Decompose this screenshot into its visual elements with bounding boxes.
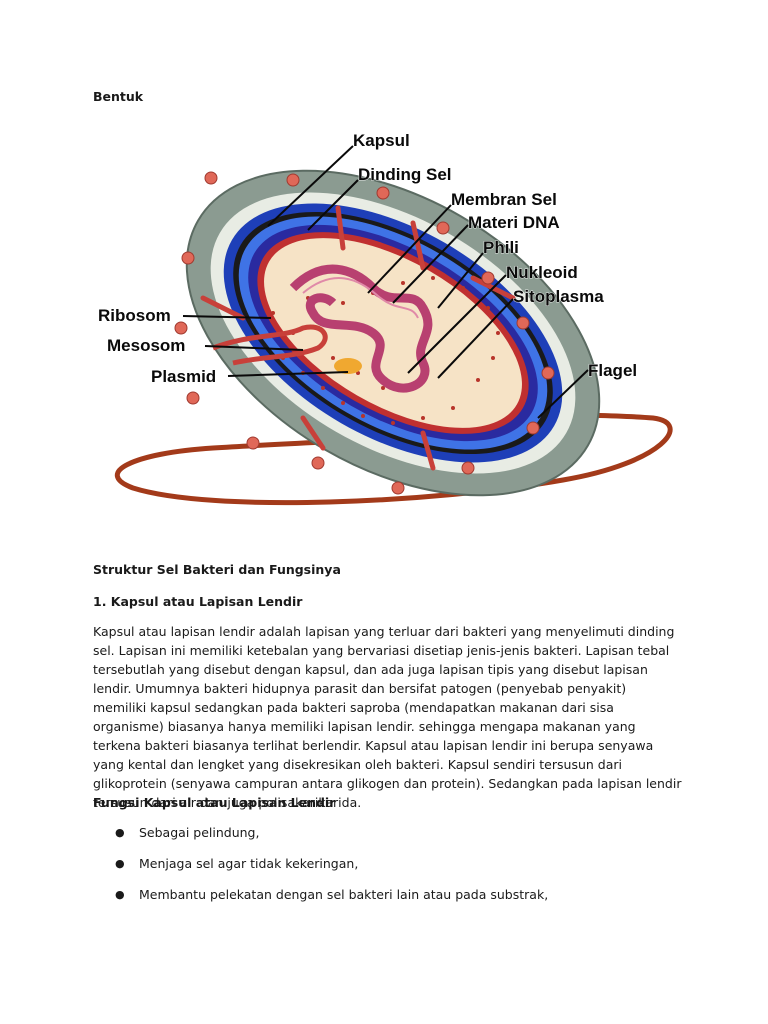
flagellum-shape [115, 398, 673, 506]
paragraph-kapsul: Kapsul atau lapisan lendir adalah lapisa… [93, 624, 682, 810]
list-item: ● Menjaga sel agar tidak kekeringan, [115, 854, 675, 885]
plasmid-shape [334, 358, 362, 374]
label-ribosom: Ribosom [98, 306, 171, 325]
label-dinding-sel: Dinding Sel [358, 165, 452, 184]
list-item-text: Membantu pelekatan dengan sel bakteri la… [139, 887, 549, 902]
heading-kapsul: 1. Kapsul atau Lapisan Lendir [93, 594, 303, 609]
label-membran-sel: Membran Sel [451, 190, 557, 209]
label-sitoplasma: Sitoplasma [513, 287, 604, 306]
label-mesosom: Mesosom [107, 336, 185, 355]
label-phili: Phili [483, 238, 519, 257]
bullet-icon: ● [115, 888, 125, 901]
section-title: Bentuk [93, 89, 144, 104]
bullet-icon: ● [115, 826, 125, 839]
list-item-text: Sebagai pelindung, [139, 825, 260, 840]
bacteria-cell-diagram: Kapsul Dinding Sel Membran Sel Materi DN… [93, 118, 680, 546]
list-item: ● Sebagai pelindung, [115, 823, 675, 854]
list-item: ● Membantu pelekatan dengan sel bakteri l… [115, 885, 675, 916]
label-flagel: Flagel [588, 361, 637, 380]
fungsi-list: ● Sebagai pelindung, ● Menjaga sel agar ti… [115, 823, 675, 916]
label-kapsul: Kapsul [353, 131, 410, 150]
label-nukleoid: Nukleoid [506, 263, 578, 282]
heading-fungsi: Fungsi Kapsul atau Lapisan Lendir [93, 795, 336, 810]
label-plasmid: Plasmid [151, 367, 216, 386]
mesosome-shape [212, 324, 328, 366]
heading-struktur: Struktur Sel Bakteri dan Fungsinya [93, 562, 341, 577]
label-materi-dna: Materi DNA [468, 213, 560, 232]
bullet-icon: ● [115, 857, 125, 870]
cell-body [115, 169, 673, 506]
list-item-text: Menjaga sel agar tidak kekeringan, [139, 856, 359, 871]
